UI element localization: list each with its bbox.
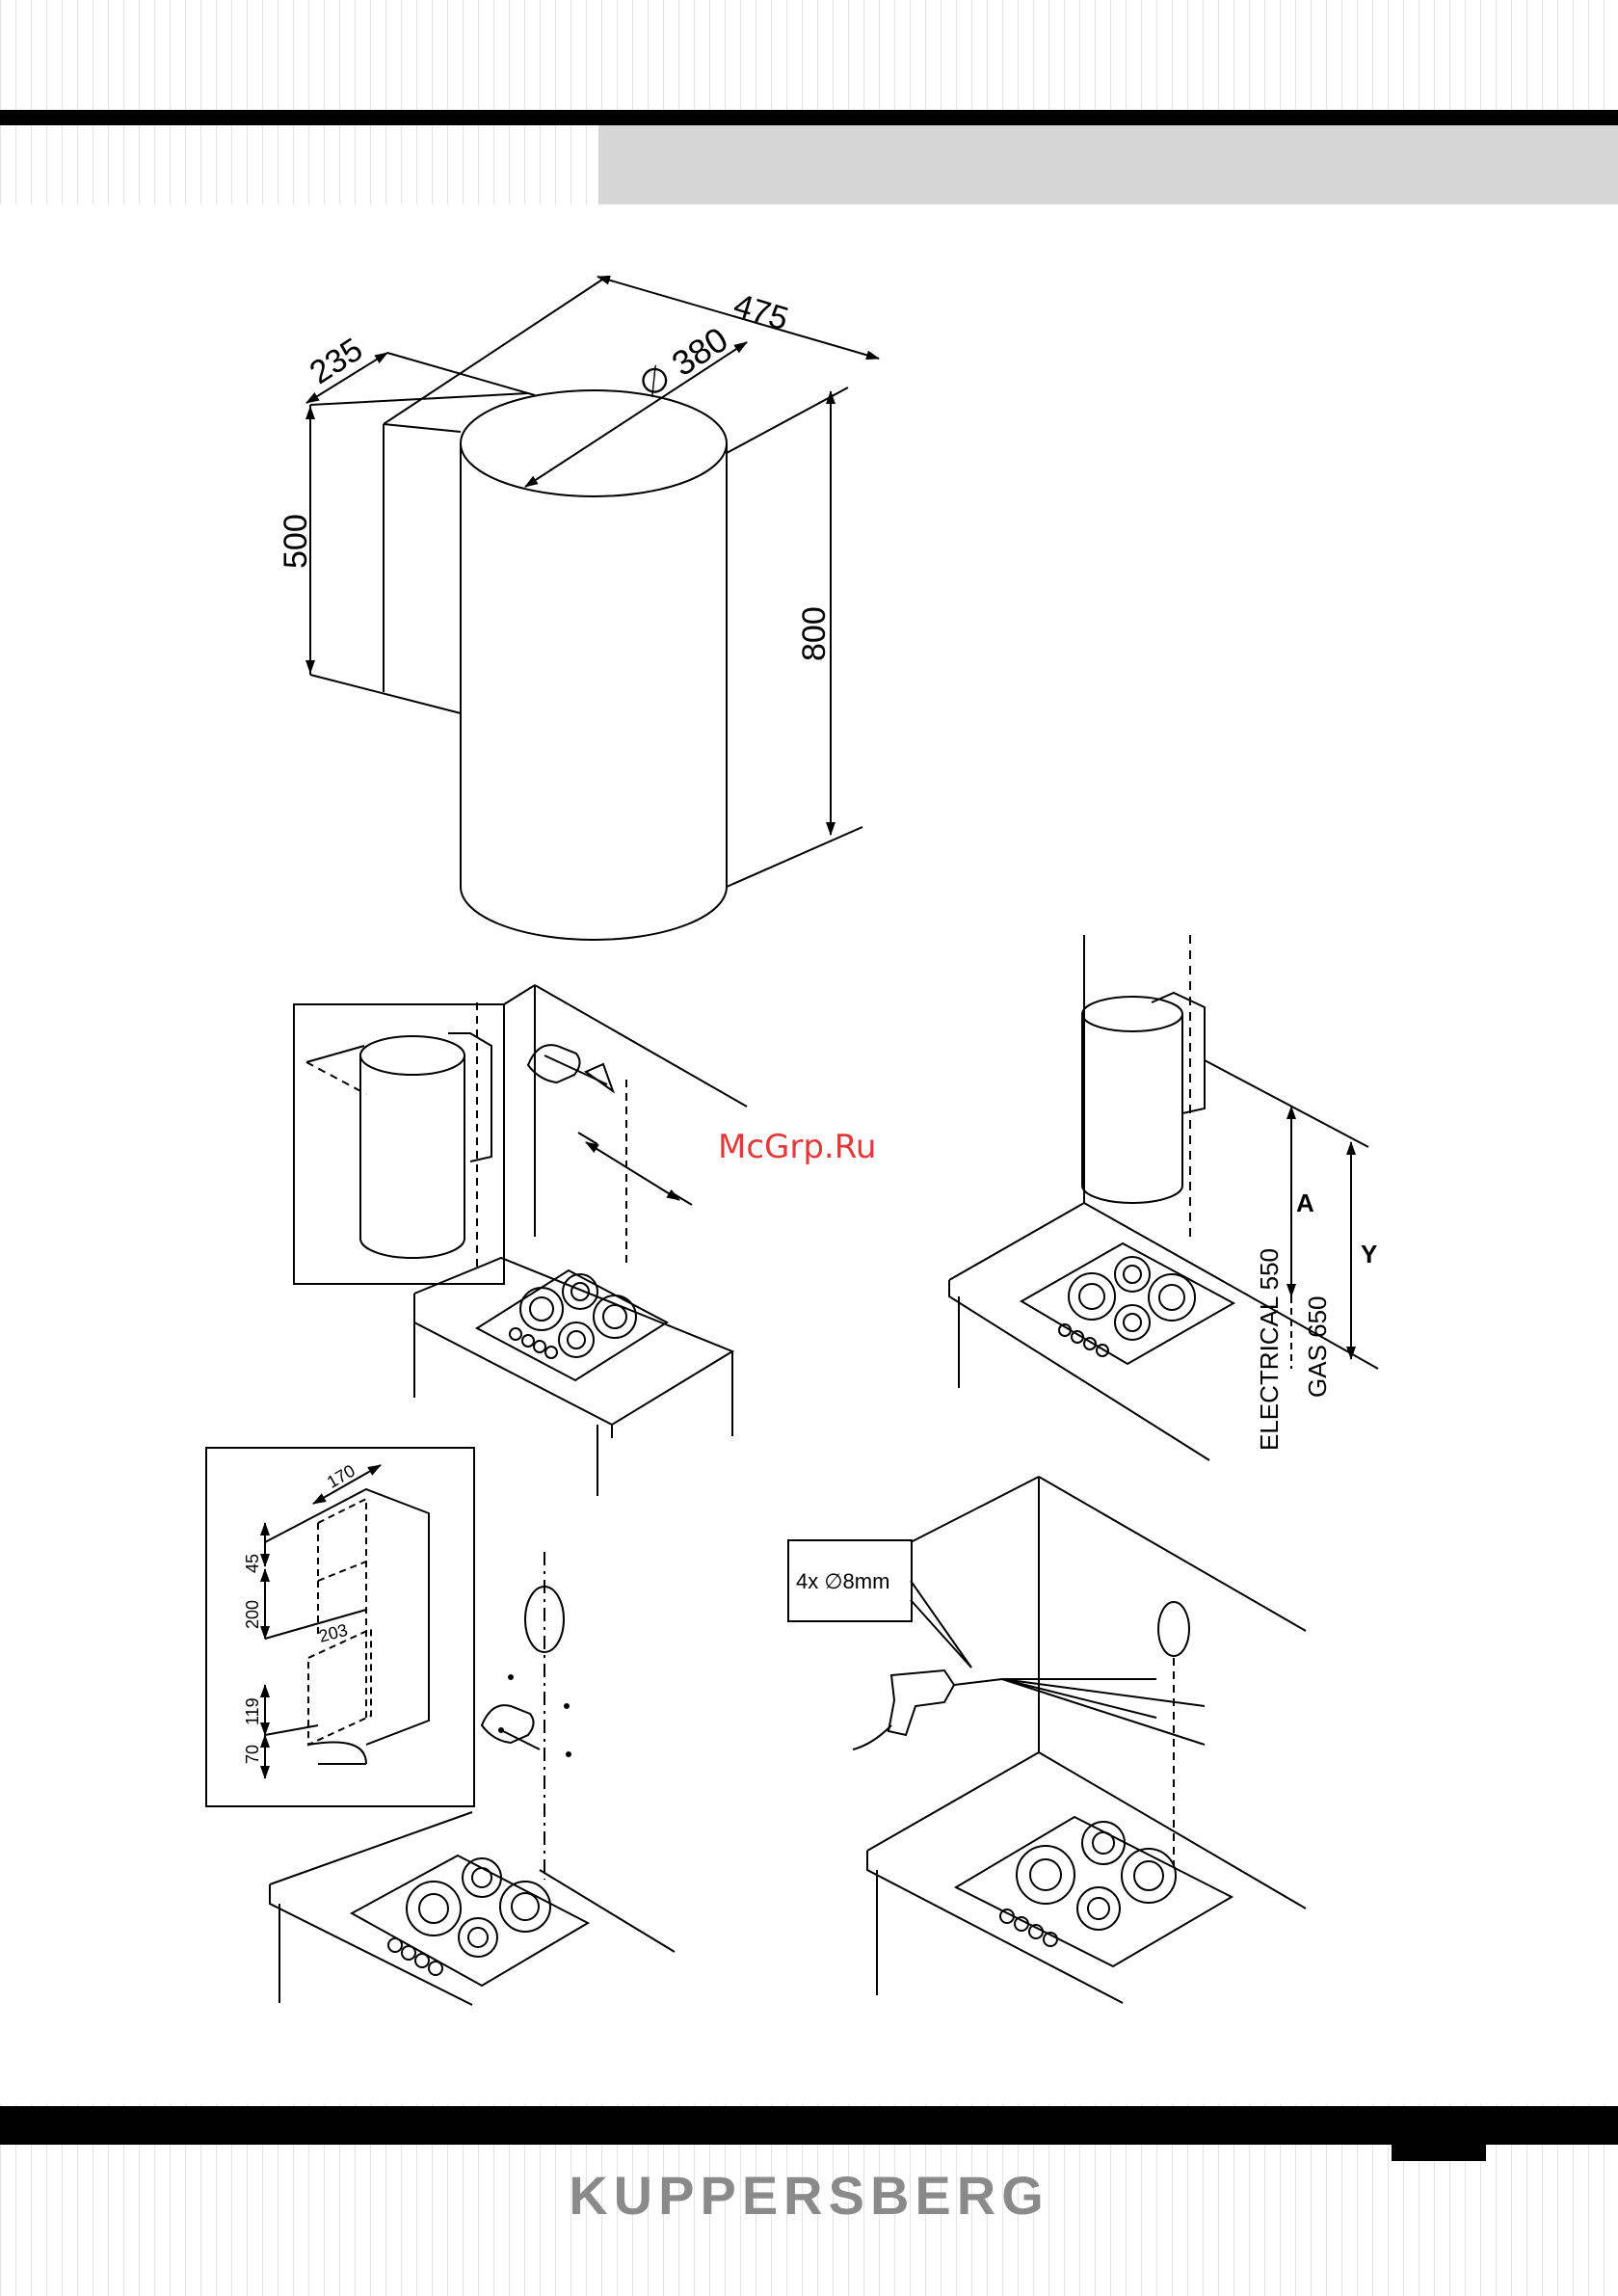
hood-dimension-figure — [306, 277, 879, 940]
bracket-figure — [206, 1448, 675, 2005]
bracket-dim-45: 45 — [243, 1554, 262, 1573]
dim-back-height-500: 500 — [278, 514, 314, 569]
dim-width-475: 475 — [729, 287, 792, 338]
drill-label: 4x ∅8mm — [796, 1569, 889, 1593]
dim-depth-235: 235 — [304, 331, 369, 391]
bracket-dim-70: 70 — [243, 1745, 262, 1764]
bracket-dim-200: 200 — [243, 1600, 262, 1629]
label-y: Y — [1361, 1240, 1377, 1268]
label-electrical-550: ELECTRICAL 550 — [1255, 1248, 1284, 1451]
drilling-figure — [788, 1477, 1306, 2003]
label-a: A — [1296, 1188, 1314, 1217]
dim-height-800: 800 — [796, 606, 833, 661]
dim-diameter-380: ∅ 380 — [631, 319, 734, 406]
watermark: McGrp.Ru — [718, 1128, 876, 1166]
bracket-dim-119: 119 — [243, 1697, 262, 1725]
label-gas-650: GAS 650 — [1303, 1295, 1332, 1398]
brand-logo: KUPPERSBERG — [0, 2164, 1618, 2227]
marking-figure — [294, 985, 747, 1496]
